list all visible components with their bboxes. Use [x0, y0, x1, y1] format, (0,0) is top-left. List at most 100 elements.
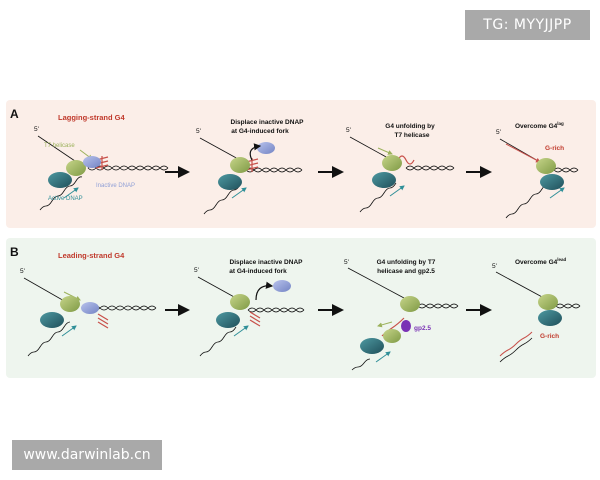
- displacement-arrow: [249, 143, 262, 161]
- dna-duplex: [555, 303, 581, 309]
- displacement-arrow: [255, 281, 274, 301]
- leading-dna-tail: [499, 337, 533, 363]
- dna-duplex: [405, 165, 455, 171]
- dnap-direction-arrow: [389, 185, 405, 197]
- five-prime-label: 5': [34, 126, 39, 133]
- dnap-direction-arrow: [61, 325, 77, 337]
- lagging-dna-tail: [359, 182, 397, 213]
- panel-a-background: [6, 100, 596, 228]
- dna-duplex: [247, 307, 305, 313]
- panel-a-step-4: Overcome G4lag 5' G-rich: [496, 121, 579, 219]
- leading-dna-tail: [27, 321, 71, 357]
- inactive-dnap-displaced: [257, 142, 275, 154]
- five-prime-label: 5': [194, 267, 199, 274]
- lagging-dna-tail: [505, 183, 549, 219]
- inactive-dnap-displaced: [273, 280, 291, 292]
- panel-a-step-2: Displace inactive DNAP at G4-induced for…: [196, 119, 305, 215]
- g4-quadruplex: [245, 158, 259, 172]
- active-dnap-label: Active DNAP: [48, 196, 83, 202]
- active-dnap: [218, 174, 242, 190]
- five-prime-label: 5': [20, 268, 25, 275]
- active-dnap: [48, 172, 72, 188]
- step-4-caption-text: Overcome G4: [515, 123, 558, 130]
- step-4-caption: Overcome G4lag: [515, 121, 564, 130]
- dna-duplex: [553, 167, 579, 173]
- lagging-single-strand: [495, 271, 545, 299]
- lagging-single-strand: [199, 137, 241, 161]
- step-3-caption-line-2: helicase and gp2.5: [377, 268, 435, 275]
- five-prime-label: 5': [344, 259, 349, 266]
- inactive-dnap: [83, 156, 101, 168]
- lagging-single-strand: [197, 276, 237, 299]
- g4-quadruplex: [95, 156, 109, 170]
- lagging-single-strand: [37, 135, 79, 164]
- active-dnap: [40, 312, 64, 328]
- t7-helicase: [230, 157, 250, 173]
- t7-helicase: [230, 294, 250, 310]
- panel-b: B Leading-strand G4 5' Displace inactive…: [6, 238, 596, 378]
- active-dnap: [360, 338, 384, 354]
- panel-a-title: Lagging-strand G4: [58, 113, 125, 122]
- step-2-caption-line-2: at G4-induced fork: [231, 128, 289, 135]
- five-prime-label: 5': [346, 127, 351, 134]
- t7-helicase-label: T7 helicase: [44, 143, 75, 149]
- step-4-caption-superscript: lag: [557, 121, 564, 126]
- active-dnap: [540, 174, 564, 190]
- step-3-caption-line-2: T7 helicase: [394, 132, 429, 139]
- helicase-direction-arrow: [377, 147, 393, 155]
- lagging-dna-tail: [203, 184, 241, 215]
- dnap-direction-arrow: [231, 187, 247, 199]
- lagging-single-strand: [23, 277, 67, 303]
- active-dnap: [538, 310, 562, 326]
- dnap-direction-arrow: [63, 187, 79, 199]
- t7-helicase: [382, 155, 402, 171]
- panel-b-step-3: G4 unfolding by T7 helicase and gp2.5 5'…: [344, 259, 459, 371]
- unfolding-g4: [397, 155, 415, 165]
- g-rich-label: G-rich: [540, 333, 559, 340]
- t7-helicase: [400, 296, 420, 312]
- step-2-caption-line-1: Displace inactive DNAP: [231, 119, 305, 126]
- dna-duplex: [417, 303, 459, 309]
- dnap-direction-arrow: [549, 187, 565, 199]
- gp25-label: gp2.5: [414, 325, 431, 332]
- helicase-direction-arrow: [377, 321, 393, 328]
- inactive-dnap: [81, 302, 99, 314]
- t7-helicase: [538, 294, 558, 310]
- t7-helicase: [383, 329, 401, 343]
- g-rich-strand: [499, 331, 533, 357]
- leading-dna-tail: [199, 326, 237, 357]
- leading-dna-tail: [351, 358, 371, 371]
- active-dnap: [372, 172, 396, 188]
- g4-quadruplex: [249, 311, 261, 327]
- panel-b-title: Leading-strand G4: [58, 251, 125, 260]
- five-prime-label: 5': [196, 128, 201, 135]
- step-2-caption-line-1: Displace inactive DNAP: [230, 259, 304, 266]
- dna-duplex: [555, 303, 581, 309]
- lagging-single-strand: [347, 267, 405, 299]
- panel-a: A Lagging-strand G4 5' T7 helicase Inact…: [6, 100, 596, 228]
- panel-b-step-2: Displace inactive DNAP at G4-induced for…: [194, 259, 305, 357]
- step-2-caption-line-2: at G4-induced fork: [229, 268, 287, 275]
- step-4-caption-text: Overcome G4: [515, 259, 558, 266]
- step-3-caption-line-1: G4 unfolding by T7: [377, 259, 436, 266]
- t7-helicase: [536, 158, 556, 174]
- t7-helicase: [66, 160, 86, 176]
- panel-a-step-1: 5' T7 helicase Inactive DNAP Active DNAP: [34, 126, 169, 211]
- dna-duplex: [245, 167, 303, 173]
- five-prime-label: 5': [492, 263, 497, 270]
- lagging-dna-tail: [39, 176, 83, 211]
- panel-b-step-4: Overcome G4lead 5' G-rich: [492, 257, 581, 363]
- dna-duplex: [417, 303, 459, 309]
- step-4-caption: Overcome G4lead: [515, 257, 567, 266]
- panel-b-step-1: 5': [20, 268, 157, 357]
- panel-b-letter: B: [10, 245, 19, 259]
- watermark-url: www.darwinlab.cn: [12, 440, 162, 470]
- five-prime-label: 5': [496, 129, 501, 136]
- g-rich-strand: [505, 143, 541, 163]
- panel-a-letter: A: [10, 107, 19, 121]
- dna-duplex: [245, 167, 303, 173]
- dna-duplex: [553, 167, 579, 173]
- step-4-caption-superscript: lead: [557, 257, 566, 262]
- dnap-direction-arrow: [233, 325, 249, 337]
